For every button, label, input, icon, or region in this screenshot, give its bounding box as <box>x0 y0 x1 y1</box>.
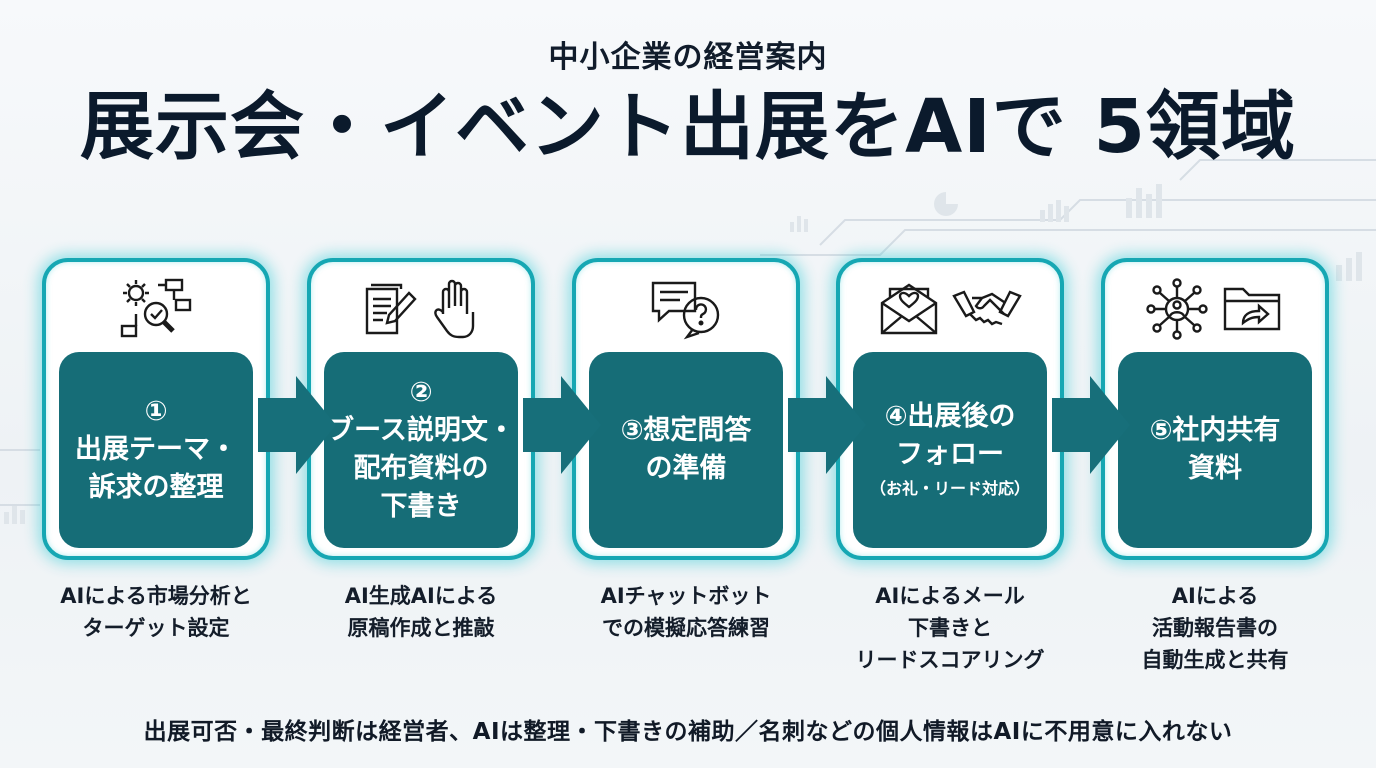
step-4-note: （お礼・リード対応） <box>869 479 1030 498</box>
step-4-line-2: フォロー <box>896 439 1004 470</box>
step-4-icons <box>840 274 1060 344</box>
hand-icon <box>434 279 475 339</box>
footer-note: 出展可否・最終判断は経営者、AIは整理・下書きの補助／名刺などの個人情報はAIに… <box>143 719 1233 745</box>
gear-flowchart-icon <box>120 278 192 338</box>
step-1-label: ① 出展テーマ・ 訴求の整理 <box>59 352 253 548</box>
step-4-caption-line-2: 下書きと <box>908 616 992 640</box>
arrow-right-icon <box>788 376 866 474</box>
step-2-label: ② ブース説明文・ 配布資料の 下書き <box>324 352 518 548</box>
step-3-icons <box>576 274 796 344</box>
step-1-icons <box>46 274 266 344</box>
step-2-line-3: 配布資料の <box>353 453 489 484</box>
step-2-caption-line-2: 原稿作成と推敲 <box>347 616 495 640</box>
heart-mail-icon <box>880 283 938 335</box>
arrow-right-icon <box>258 376 336 474</box>
document-pen-icon <box>365 283 417 335</box>
step-1-caption-line-2: ターゲット設定 <box>82 616 230 640</box>
step-3-caption-line-2: での模擬応答練習 <box>602 616 770 640</box>
step-4-caption: AIによるメール 下書きと リードスコアリング <box>820 580 1080 676</box>
step-card-3: ③想定問答 の準備 <box>572 258 800 560</box>
step-5-line-1: ⑤社内共有 <box>1149 415 1281 446</box>
step-2-caption-line-1: AI生成AIによる <box>344 584 498 608</box>
step-3-caption: AIチャットボット での模擬応答練習 <box>556 580 816 644</box>
step-3-line-2: の準備 <box>645 453 727 484</box>
step-5-caption-line-3: 自動生成と共有 <box>1141 648 1289 672</box>
step-2-line-2: ブース説明文・ <box>327 415 515 446</box>
step-4-caption-line-1: AIによるメール <box>875 584 1025 608</box>
step-2-line-4: 下書き <box>380 491 462 522</box>
step-1-line-2: 出展テーマ・ <box>75 434 237 465</box>
step-3-label: ③想定問答 の準備 <box>589 352 783 548</box>
step-card-5: ⑤社内共有 資料 <box>1101 258 1329 560</box>
step-4-line-1: ④出展後の <box>884 401 1016 432</box>
step-1-line-3: 訴求の整理 <box>88 472 224 503</box>
step-4-caption-line-3: リードスコアリング <box>855 648 1045 672</box>
handshake-icon <box>952 290 1022 326</box>
arrow-right-icon <box>523 376 601 474</box>
folder-share-icon <box>1223 287 1281 331</box>
page-subtitle: 中小企業の経営案内 <box>548 40 828 75</box>
network-people-icon <box>1146 278 1208 340</box>
page-title: 展示会・イベント出展をAIで 5領域 <box>79 84 1297 170</box>
step-1-caption-line-1: AIによる市場分析と <box>60 584 252 608</box>
step-2-icons <box>311 274 531 344</box>
step-5-caption-line-2: 活動報告書の <box>1152 616 1278 640</box>
step-card-2: ② ブース説明文・ 配布資料の 下書き <box>307 258 535 560</box>
step-card-1: ① 出展テーマ・ 訴求の整理 <box>42 258 270 560</box>
step-3-caption-line-1: AIチャットボット <box>600 584 772 608</box>
arrow-right-icon <box>1052 376 1130 474</box>
step-4-label: ④出展後の フォロー （お礼・リード対応） <box>853 352 1047 548</box>
step-5-caption-line-1: AIによる <box>1171 584 1259 608</box>
step-5-label: ⑤社内共有 資料 <box>1118 352 1312 548</box>
step-3-line-1: ③想定問答 <box>620 415 752 446</box>
step-1-caption: AIによる市場分析と ターゲット設定 <box>26 580 286 644</box>
step-5-caption: AIによる 活動報告書の 自動生成と共有 <box>1085 580 1345 676</box>
step-card-4: ④出展後の フォロー （お礼・リード対応） <box>836 258 1064 560</box>
step-5-icons <box>1105 274 1325 344</box>
step-5-line-2: 資料 <box>1188 453 1242 484</box>
chat-question-icon <box>651 281 720 340</box>
step-1-line-1: ① <box>144 396 168 427</box>
step-2-line-1: ② <box>409 377 433 408</box>
step-2-caption: AI生成AIによる 原稿作成と推敲 <box>291 580 551 644</box>
